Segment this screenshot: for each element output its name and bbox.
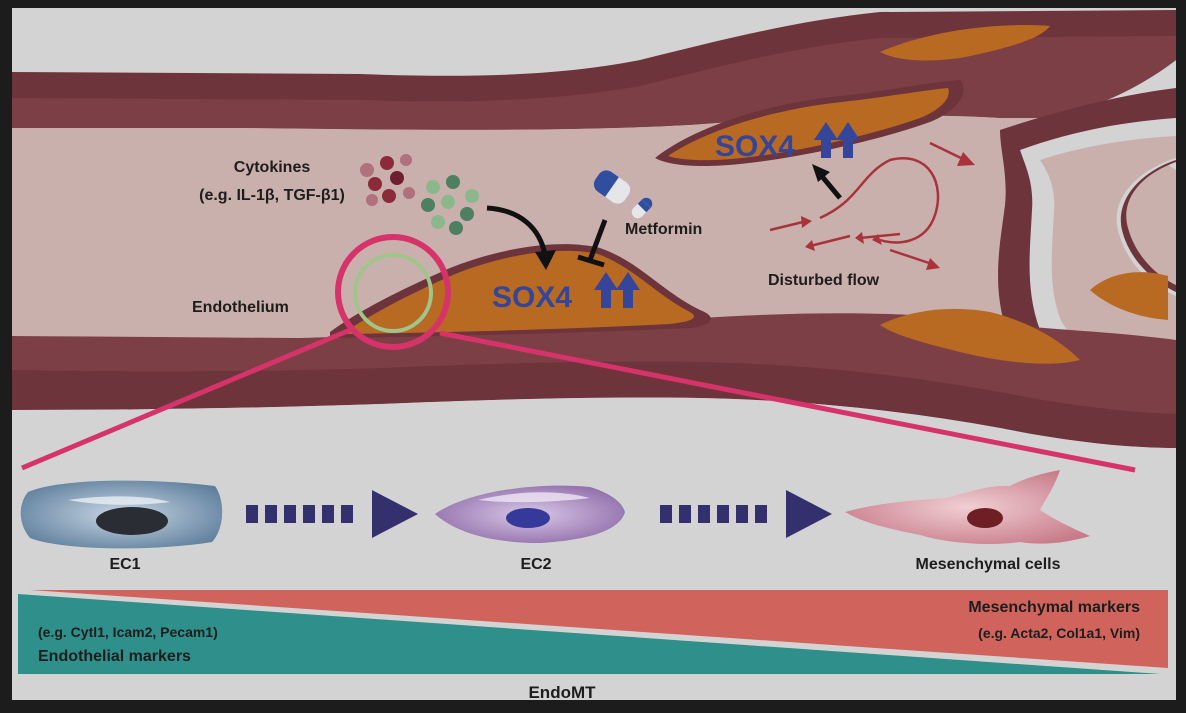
cytokine-particles-green <box>421 175 479 235</box>
plaque-dot <box>902 107 908 113</box>
up-arrow-icon <box>814 122 838 158</box>
inhibition-bar-icon <box>577 254 605 268</box>
cytokine-arrow <box>486 205 548 256</box>
cytokine-particles-red <box>360 154 415 206</box>
plaque-upper <box>668 88 949 161</box>
callout-line-left <box>21 327 351 471</box>
disturbed-flow-label: Disturbed flow <box>768 272 880 289</box>
up-arrow-icon <box>594 272 618 308</box>
flow-arrow-head-icon <box>812 164 830 182</box>
plaque-branch <box>1090 272 1168 320</box>
endomt-label: EndoMT <box>528 683 596 702</box>
endothelium-highlight-circle <box>353 253 433 333</box>
mesenchymal-markers-examples: (e.g. Acta2, Col1a1, Vim) <box>978 625 1140 641</box>
cytokines-title: Cytokines <box>234 159 311 176</box>
plaque-center <box>345 250 694 334</box>
disturbed-flow-arrowheads <box>801 152 975 270</box>
nucleus <box>506 508 550 528</box>
arrowhead-icon <box>786 490 832 538</box>
pill-icon <box>593 170 631 204</box>
plaque-lower-right <box>880 308 1080 364</box>
up-arrow-icon <box>616 272 640 308</box>
cell-ec2 <box>435 485 625 543</box>
sox4-up-arrows-center <box>594 272 640 308</box>
endothelial-markers-examples: (e.g. Cytl1, Icam2, Pecam1) <box>38 624 218 640</box>
plaque-dot <box>913 102 917 106</box>
metformin-inhibition-line <box>587 219 608 261</box>
mesenchymal-markers-title: Mesenchymal markers <box>968 599 1140 616</box>
cell-ec1 <box>20 480 223 549</box>
cell-label-ec2: EC2 <box>520 556 551 573</box>
vessel-lumen <box>12 115 1176 340</box>
endothelial-markers-title: Endothelial markers <box>38 648 191 665</box>
cell-mesenchymal <box>845 470 1090 544</box>
dashed-arrow-1 <box>246 490 418 538</box>
callout-line-right <box>439 330 1136 473</box>
plaque-upper-right <box>880 25 1050 61</box>
cell-label-ec1: EC1 <box>109 556 140 573</box>
dashed-arrow-2 <box>660 490 832 538</box>
mesenchymal-marker-wedge <box>30 590 1168 668</box>
vessel-lower-wall <box>12 361 1176 448</box>
endothelial-marker-wedge <box>18 594 1160 674</box>
cell-label-mesenchymal: Mesenchymal cells <box>916 556 1061 573</box>
vessel-base <box>12 397 1176 470</box>
cytokines-example: (e.g. IL-1β, TGF-β1) <box>199 187 345 204</box>
nucleus <box>967 508 1003 528</box>
arrowhead-icon <box>372 490 418 538</box>
endothelium-label: Endothelium <box>192 299 289 316</box>
flow-to-sox4-arrow <box>818 172 842 200</box>
metformin-label: Metformin <box>625 221 702 238</box>
small-pill-icon <box>631 197 653 219</box>
nucleus <box>96 507 168 535</box>
sox4-label-upper: SOX4 <box>715 130 795 163</box>
up-arrow-icon <box>836 122 860 158</box>
callout-circle <box>335 234 451 350</box>
sox4-up-arrows-upper <box>814 122 860 158</box>
sox4-label-center: SOX4 <box>492 281 572 314</box>
cytokine-arrow-head-icon <box>535 250 556 270</box>
disturbed-flow-lines <box>769 141 966 266</box>
